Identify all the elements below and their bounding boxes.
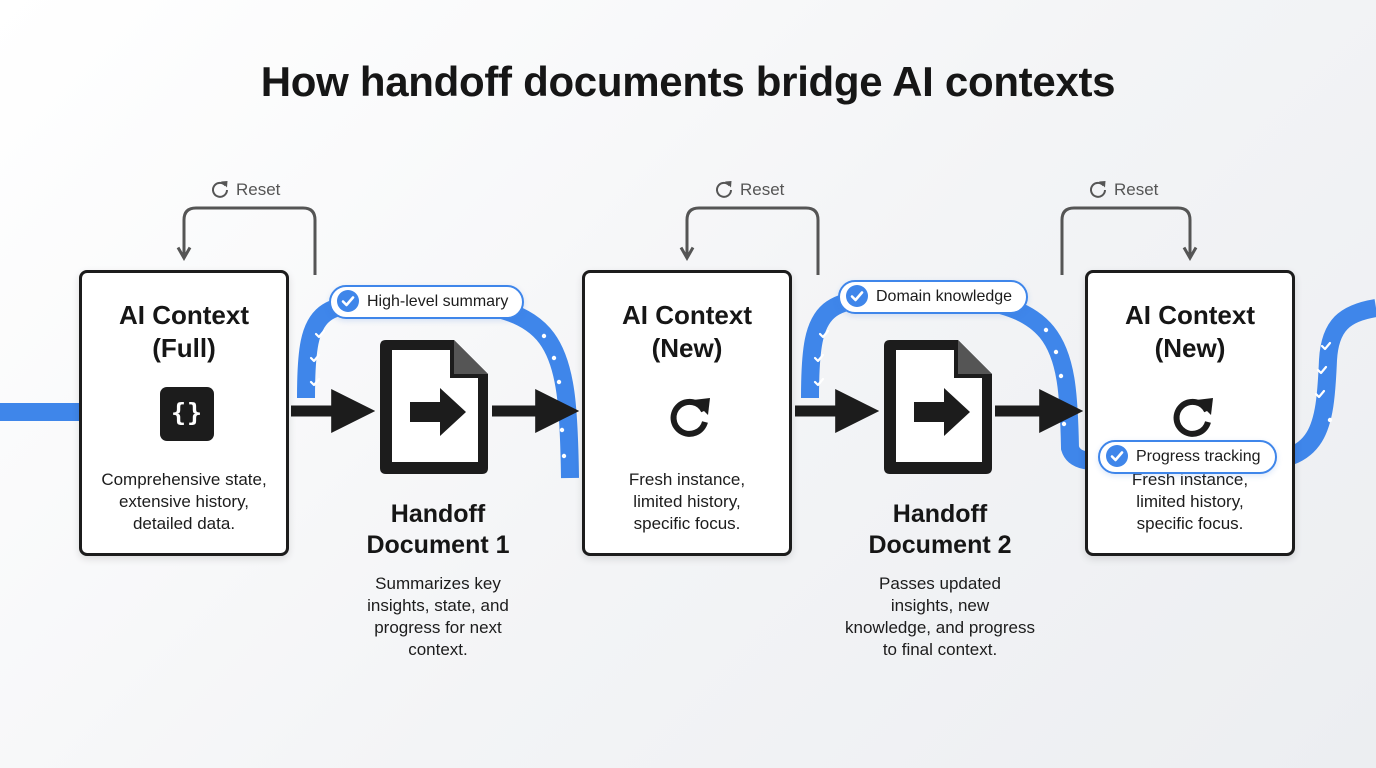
check-circle-icon [337, 290, 359, 312]
context-description: Comprehensive state, extensive history, … [101, 470, 267, 533]
tag-progress-tracking: Progress tracking [1098, 440, 1277, 474]
page-title: How handoff documents bridge AI contexts [260, 58, 1116, 105]
reset-loop-2 [679, 206, 820, 275]
tag-label: Domain knowledge [876, 288, 1013, 305]
reset-icon [1090, 181, 1106, 198]
handoff-description-1: Summarizes key insights, state, and prog… [367, 574, 509, 659]
reset-loop-3 [1060, 206, 1198, 275]
context-description: Fresh instance, limited history, specifi… [1131, 470, 1249, 533]
reset-text: Reset [1114, 180, 1159, 199]
context-box-new-1: AI Context (New) Fresh instance, limited… [582, 270, 792, 556]
reset-text: Reset [740, 180, 785, 199]
reset-loop-1 [176, 206, 317, 275]
reset-label-1: Reset [210, 178, 280, 202]
tag-label: High-level summary [367, 293, 509, 310]
reset-loop-arrows [176, 206, 1198, 275]
tag-domain-knowledge: Domain knowledge [838, 280, 1029, 314]
tag-label: Progress tracking [1136, 448, 1261, 465]
check-circle-icon [1106, 445, 1128, 467]
reset-label-2: Reset [714, 178, 784, 202]
document-arrow-icon [884, 340, 992, 474]
handoff-title-1: Handoff Document 1 [366, 500, 510, 559]
code-braces-icon: {} [160, 387, 214, 441]
handoff-description-2: Passes updated insights, new knowledge, … [845, 574, 1035, 659]
context-box-new-2: AI Context (New) Fresh instance, limited… [1085, 270, 1295, 556]
context-description: Fresh instance, limited history, specifi… [628, 470, 746, 533]
reset-text: Reset [236, 180, 281, 199]
reset-icon [716, 181, 732, 198]
refresh-icon [670, 398, 710, 437]
context-title: AI Context (Full) [119, 300, 249, 363]
context-box-full: AI Context (Full) {} Comprehensive state… [79, 270, 289, 556]
context-title: AI Context (New) [1125, 300, 1255, 363]
reset-icon [212, 181, 228, 198]
document-arrow-icon [380, 340, 488, 474]
tag-high-level-summary: High-level summary [329, 285, 525, 319]
context-title: AI Context (New) [622, 300, 752, 363]
reset-label-3: Reset [1088, 178, 1158, 202]
handoff-title-2: Handoff Document 2 [868, 500, 1012, 559]
check-circle-icon [846, 285, 868, 307]
refresh-icon [1173, 398, 1213, 437]
ribbon-check-marks [309, 329, 1332, 399]
